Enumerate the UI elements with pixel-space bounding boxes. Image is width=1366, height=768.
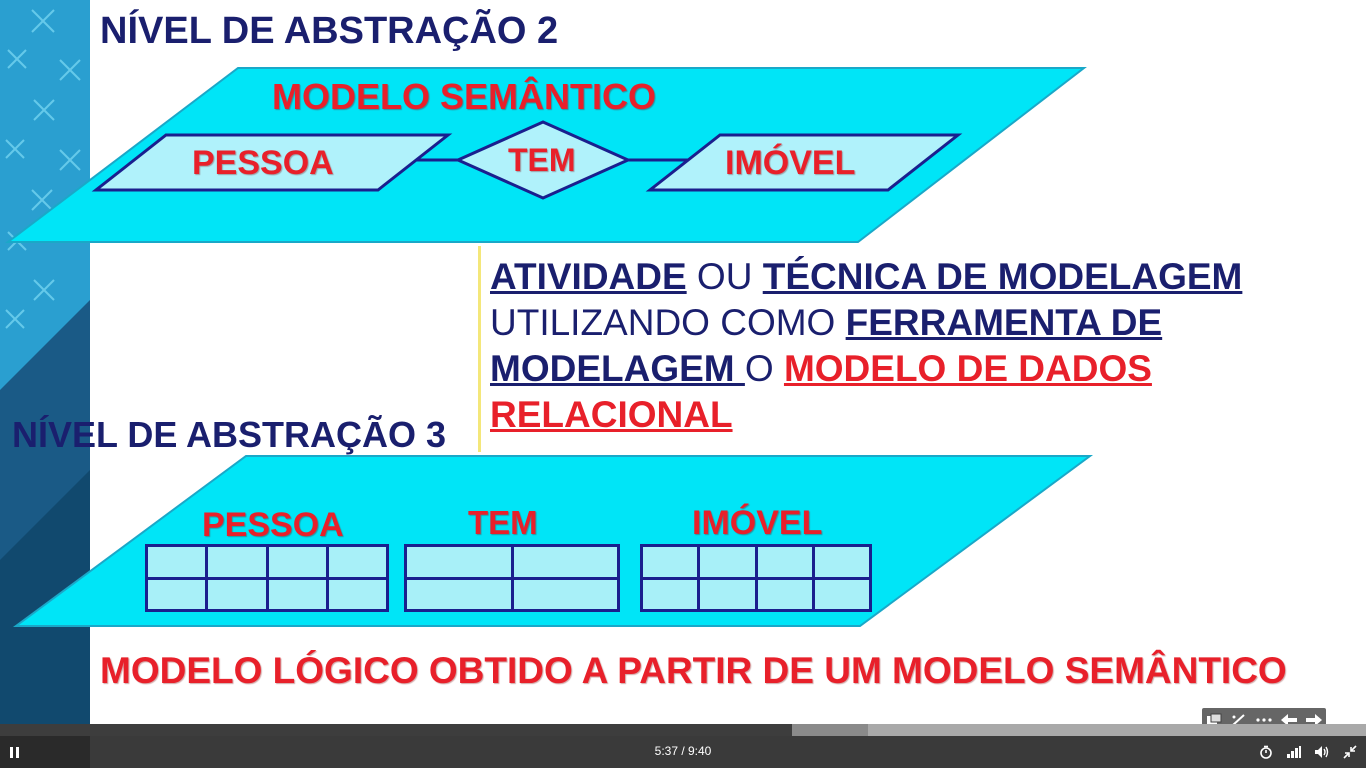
arrow-right-icon bbox=[1305, 714, 1322, 724]
table-cell bbox=[757, 579, 812, 609]
relation-tem-label: TEM bbox=[508, 142, 576, 178]
table-cell bbox=[268, 579, 326, 609]
pen-icon bbox=[1232, 714, 1245, 724]
speed-button[interactable] bbox=[1256, 742, 1276, 762]
table-imovel-label: IMÓVEL bbox=[692, 504, 823, 542]
progress-played bbox=[0, 724, 793, 736]
entity-pessoa-label: PESSOA bbox=[192, 144, 334, 182]
desc-atividade: ATIVIDADE bbox=[490, 256, 687, 297]
desc-ou: OU bbox=[686, 256, 763, 297]
semantic-model-label: MODELO SEMÂNTICO bbox=[272, 76, 656, 117]
bottom-caption: MODELO LÓGICO OBTIDO A PARTIR DE UM MODE… bbox=[100, 650, 1287, 691]
desc-o: O bbox=[744, 348, 784, 389]
table-cell bbox=[700, 579, 755, 609]
table-cell bbox=[513, 547, 617, 577]
entity-pessoa-shape bbox=[91, 133, 453, 192]
table-cell bbox=[700, 547, 755, 577]
slide-menu-button[interactable] bbox=[1203, 710, 1225, 724]
table-cell bbox=[208, 547, 266, 577]
more-icon bbox=[1256, 718, 1272, 722]
entity-imovel-shape bbox=[645, 133, 963, 192]
level2-title: NÍVEL DE ABSTRAÇÃO 2 bbox=[100, 10, 559, 52]
table-cell bbox=[513, 579, 617, 609]
table-cell bbox=[757, 547, 812, 577]
table-cell bbox=[328, 579, 386, 609]
timer-icon bbox=[1260, 745, 1272, 759]
level3-title: NÍVEL DE ABSTRAÇÃO 3 bbox=[12, 414, 447, 455]
pause-button[interactable] bbox=[0, 736, 90, 768]
pen-tool-button[interactable] bbox=[1228, 710, 1250, 724]
exit-fullscreen-button[interactable] bbox=[1340, 742, 1360, 762]
player-controls: 5:37 / 9:40 bbox=[0, 736, 1366, 768]
more-options-button[interactable] bbox=[1253, 710, 1275, 724]
transition-line bbox=[478, 246, 481, 452]
table-cell bbox=[814, 579, 869, 609]
table-cell bbox=[208, 579, 266, 609]
table-cell bbox=[643, 579, 698, 609]
table-cell bbox=[407, 547, 511, 577]
table-cell bbox=[328, 547, 386, 577]
desc-ferramenta: FERRAMENTA DE MODELAGEM bbox=[490, 302, 1163, 389]
relation-tem-shape bbox=[454, 120, 632, 200]
table-tem-label: TEM bbox=[468, 504, 538, 541]
table-cell bbox=[814, 547, 869, 577]
volume-icon bbox=[1315, 746, 1329, 758]
table-cell bbox=[407, 579, 511, 609]
exit-fullscreen-icon bbox=[1343, 745, 1357, 759]
signal-bars-icon bbox=[1287, 746, 1301, 758]
previous-slide-button[interactable] bbox=[1278, 710, 1300, 724]
table-imovel bbox=[640, 544, 872, 612]
table-cell bbox=[148, 579, 206, 609]
arrow-left-icon bbox=[1280, 714, 1297, 724]
desc-utilizando: UTILIZANDO COMO bbox=[490, 302, 846, 343]
quality-button[interactable] bbox=[1284, 742, 1304, 762]
modeling-description: ATIVIDADE OU TÉCNICA DE MODELAGEM UTILIZ… bbox=[490, 254, 1290, 438]
table-pessoa bbox=[145, 544, 389, 612]
sidebar-decoration bbox=[0, 0, 90, 724]
time-display: 5:37 / 9:40 bbox=[654, 744, 712, 758]
volume-button[interactable] bbox=[1312, 742, 1332, 762]
next-slide-button[interactable] bbox=[1303, 710, 1325, 724]
slide-stage: NÍVEL DE ABSTRAÇÃO 2 MODELO SEMÂNTICO PE… bbox=[0, 0, 1326, 724]
slide-toolbar bbox=[1202, 708, 1326, 724]
entity-imovel-label: IMÓVEL bbox=[725, 144, 856, 182]
table-pessoa-label: PESSOA bbox=[202, 506, 344, 544]
desc-tecnica: TÉCNICA DE MODELAGEM bbox=[762, 256, 1243, 297]
desc-modelo-relacional: MODELO DE DADOS RELACIONAL bbox=[490, 348, 1152, 435]
semantic-model-diagram bbox=[5, 67, 1087, 243]
table-tem bbox=[404, 544, 620, 612]
table-cell bbox=[643, 547, 698, 577]
slides-icon bbox=[1207, 713, 1222, 724]
table-cell bbox=[148, 547, 206, 577]
table-cell bbox=[268, 547, 326, 577]
pause-icon bbox=[10, 746, 19, 758]
video-progress-bar[interactable] bbox=[0, 724, 1366, 736]
